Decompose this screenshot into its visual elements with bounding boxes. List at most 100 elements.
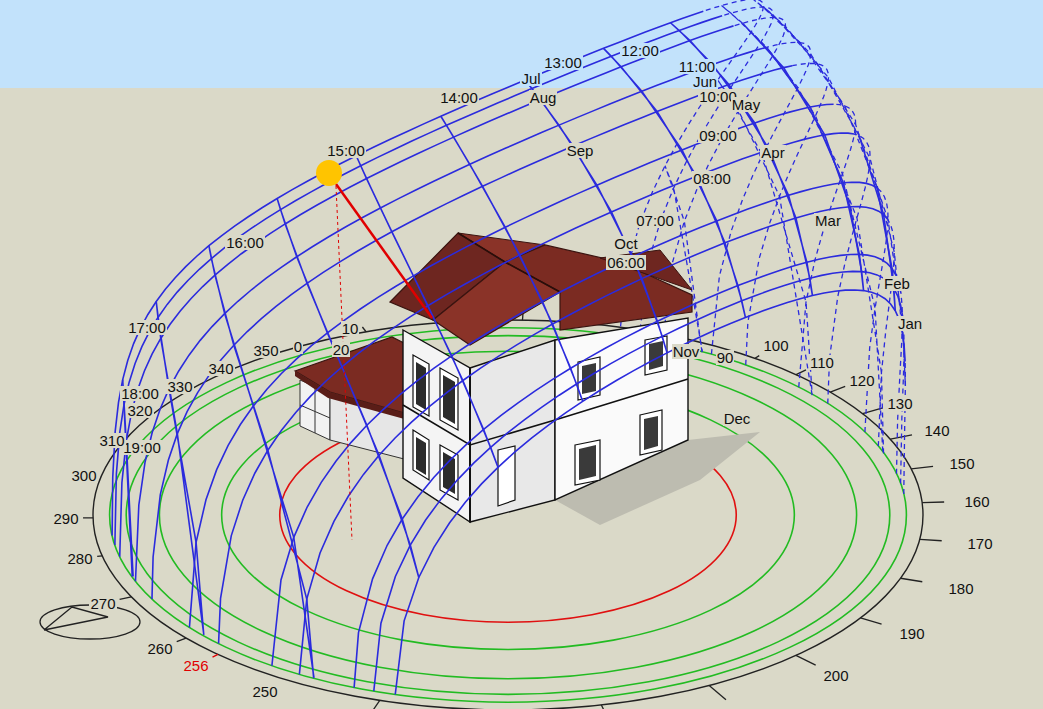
azimuth-tick — [830, 386, 845, 392]
sun-path-line — [219, 133, 854, 644]
month-label: Jun — [692, 74, 718, 89]
azimuth-label: 250 — [251, 684, 278, 699]
azimuth-label: 320 — [126, 403, 153, 418]
azimuth-tick — [796, 655, 816, 665]
azimuth-tick — [920, 539, 942, 540]
month-label: Jul — [520, 71, 541, 86]
azimuth-tick — [860, 618, 881, 624]
month-label: Apr — [760, 145, 785, 160]
azimuth-label: 270 — [89, 596, 116, 611]
sky-band — [0, 0, 1043, 88]
sun-path-line — [277, 199, 419, 578]
house-model — [505, 262, 560, 292]
azimuth-tick — [911, 466, 933, 469]
house-model — [416, 362, 426, 410]
hour-label: 12:00 — [620, 43, 660, 58]
month-label: Jan — [897, 316, 923, 331]
azimuth-label: 120 — [848, 373, 875, 388]
house-model — [413, 355, 429, 416]
house-model — [440, 368, 458, 430]
sun-path-line — [152, 66, 792, 599]
azimuth-label: 20 — [332, 342, 351, 357]
azimuth-label: 10 — [341, 321, 360, 336]
sun-path-line — [354, 254, 901, 687]
azimuth-label: 160 — [963, 494, 990, 509]
azimuth-tick — [362, 327, 366, 332]
azimuth-label: 280 — [66, 551, 93, 566]
sun-path-line — [209, 246, 314, 678]
azimuth-label: 180 — [947, 581, 974, 596]
sun-path-line — [743, 23, 862, 271]
sun-marker — [336, 186, 352, 540]
azimuth-label: 130 — [886, 396, 913, 411]
month-label: Mar — [814, 213, 842, 228]
sun-path-hidden-line — [751, 32, 883, 454]
sun-marker — [316, 160, 342, 186]
house-model — [433, 262, 560, 345]
month-label: Oct — [613, 236, 638, 251]
azimuth-label: 0 — [293, 339, 303, 354]
hour-label: 06:00 — [606, 255, 646, 270]
house-model — [579, 445, 596, 480]
hour-label: 16:00 — [225, 235, 265, 250]
azimuth-label: 170 — [966, 536, 993, 551]
azimuth-label: 310 — [98, 433, 125, 448]
sun-path-line — [859, 136, 894, 289]
ground-ring — [93, 320, 923, 709]
sun-path-line — [441, 116, 583, 401]
house-model — [416, 437, 426, 475]
azimuth-label: 150 — [948, 456, 975, 471]
hour-label: 15:00 — [326, 143, 366, 158]
azimuth-tick — [120, 597, 132, 600]
azimuth-tick — [755, 356, 759, 359]
hour-label: 18:00 — [120, 386, 160, 401]
ground-ring — [126, 336, 890, 695]
azimuth-label: 110 — [809, 355, 835, 370]
sun-path-line — [670, 23, 812, 296]
month-label: Dec — [723, 411, 752, 426]
azimuth-label: 100 — [762, 338, 789, 353]
sun-path-line — [877, 188, 895, 311]
azimuth-label: 140 — [923, 423, 950, 438]
sky-band — [0, 0, 1043, 88]
month-label: Sep — [566, 143, 595, 158]
house-model — [600, 250, 692, 290]
house-model — [443, 452, 455, 494]
sun-path-line — [299, 207, 887, 675]
hour-label: 19:00 — [122, 440, 162, 455]
sun-path-line — [189, 104, 833, 627]
hour-label: 14:00 — [439, 90, 479, 105]
house-model — [403, 330, 470, 522]
azimuth-tick — [177, 638, 186, 642]
month-label: May — [731, 97, 761, 112]
azimuth-tick — [213, 654, 218, 657]
hour-label: 17:00 — [127, 320, 167, 335]
azimuth-label: 350 — [252, 343, 279, 358]
sun-path-line — [604, 48, 746, 317]
azimuth-label: 200 — [822, 668, 849, 683]
azimuth-label: 340 — [207, 361, 234, 376]
house-model — [644, 416, 658, 450]
hour-label: 13:00 — [543, 55, 583, 70]
house-model — [555, 318, 688, 500]
sun-path-line — [767, 47, 864, 290]
azimuth-tick — [601, 705, 611, 709]
sun-path-line — [272, 182, 877, 666]
month-label: Feb — [883, 276, 911, 291]
month-label: Aug — [529, 90, 558, 105]
sun-path-line — [374, 271, 903, 691]
house-model — [413, 430, 429, 480]
azimuth-tick — [83, 298, 944, 709]
hour-label: 07:00 — [635, 213, 675, 228]
azimuth-tick — [796, 370, 806, 375]
azimuth-label: 330 — [166, 379, 193, 394]
house-model — [578, 357, 600, 400]
azimuth-tick — [97, 555, 102, 557]
azimuth-tick — [901, 578, 923, 582]
house-model — [440, 445, 458, 500]
house-model — [640, 410, 662, 455]
sun-path-line — [156, 301, 204, 634]
